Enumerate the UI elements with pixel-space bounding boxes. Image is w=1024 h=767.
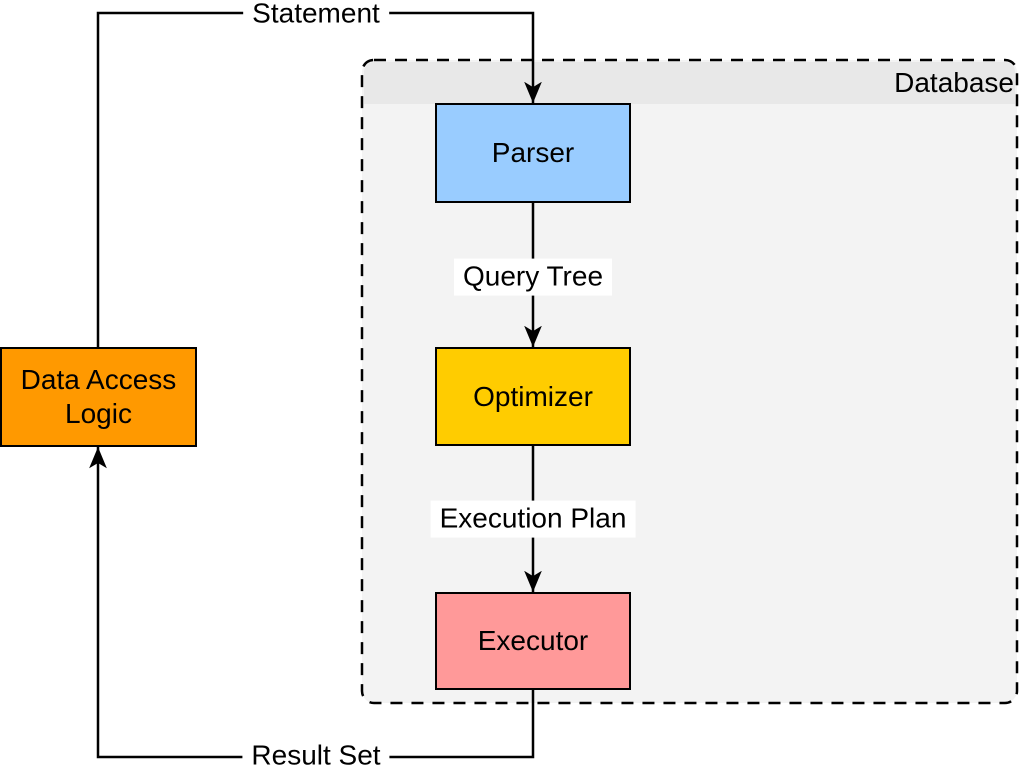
edge-label-result-set: Result Set [242, 737, 390, 767]
node-optimizer-label: Optimizer [473, 380, 593, 412]
node-parser: Parser [435, 103, 631, 203]
node-executor: Executor [435, 592, 631, 690]
edge-label-query-tree: Query Tree [453, 258, 613, 296]
node-data-access-logic: Data Access Logic [0, 347, 197, 447]
edge-label-statement: Statement [243, 0, 389, 33]
node-parser-label: Parser [491, 137, 575, 169]
node-data-access-logic-label: Data Access Logic [20, 364, 177, 429]
edge-label-execution-plan: Execution Plan [430, 500, 636, 538]
node-executor-label: Executor [477, 625, 589, 657]
node-optimizer: Optimizer [435, 347, 631, 446]
database-container-title: Database [894, 66, 1014, 98]
